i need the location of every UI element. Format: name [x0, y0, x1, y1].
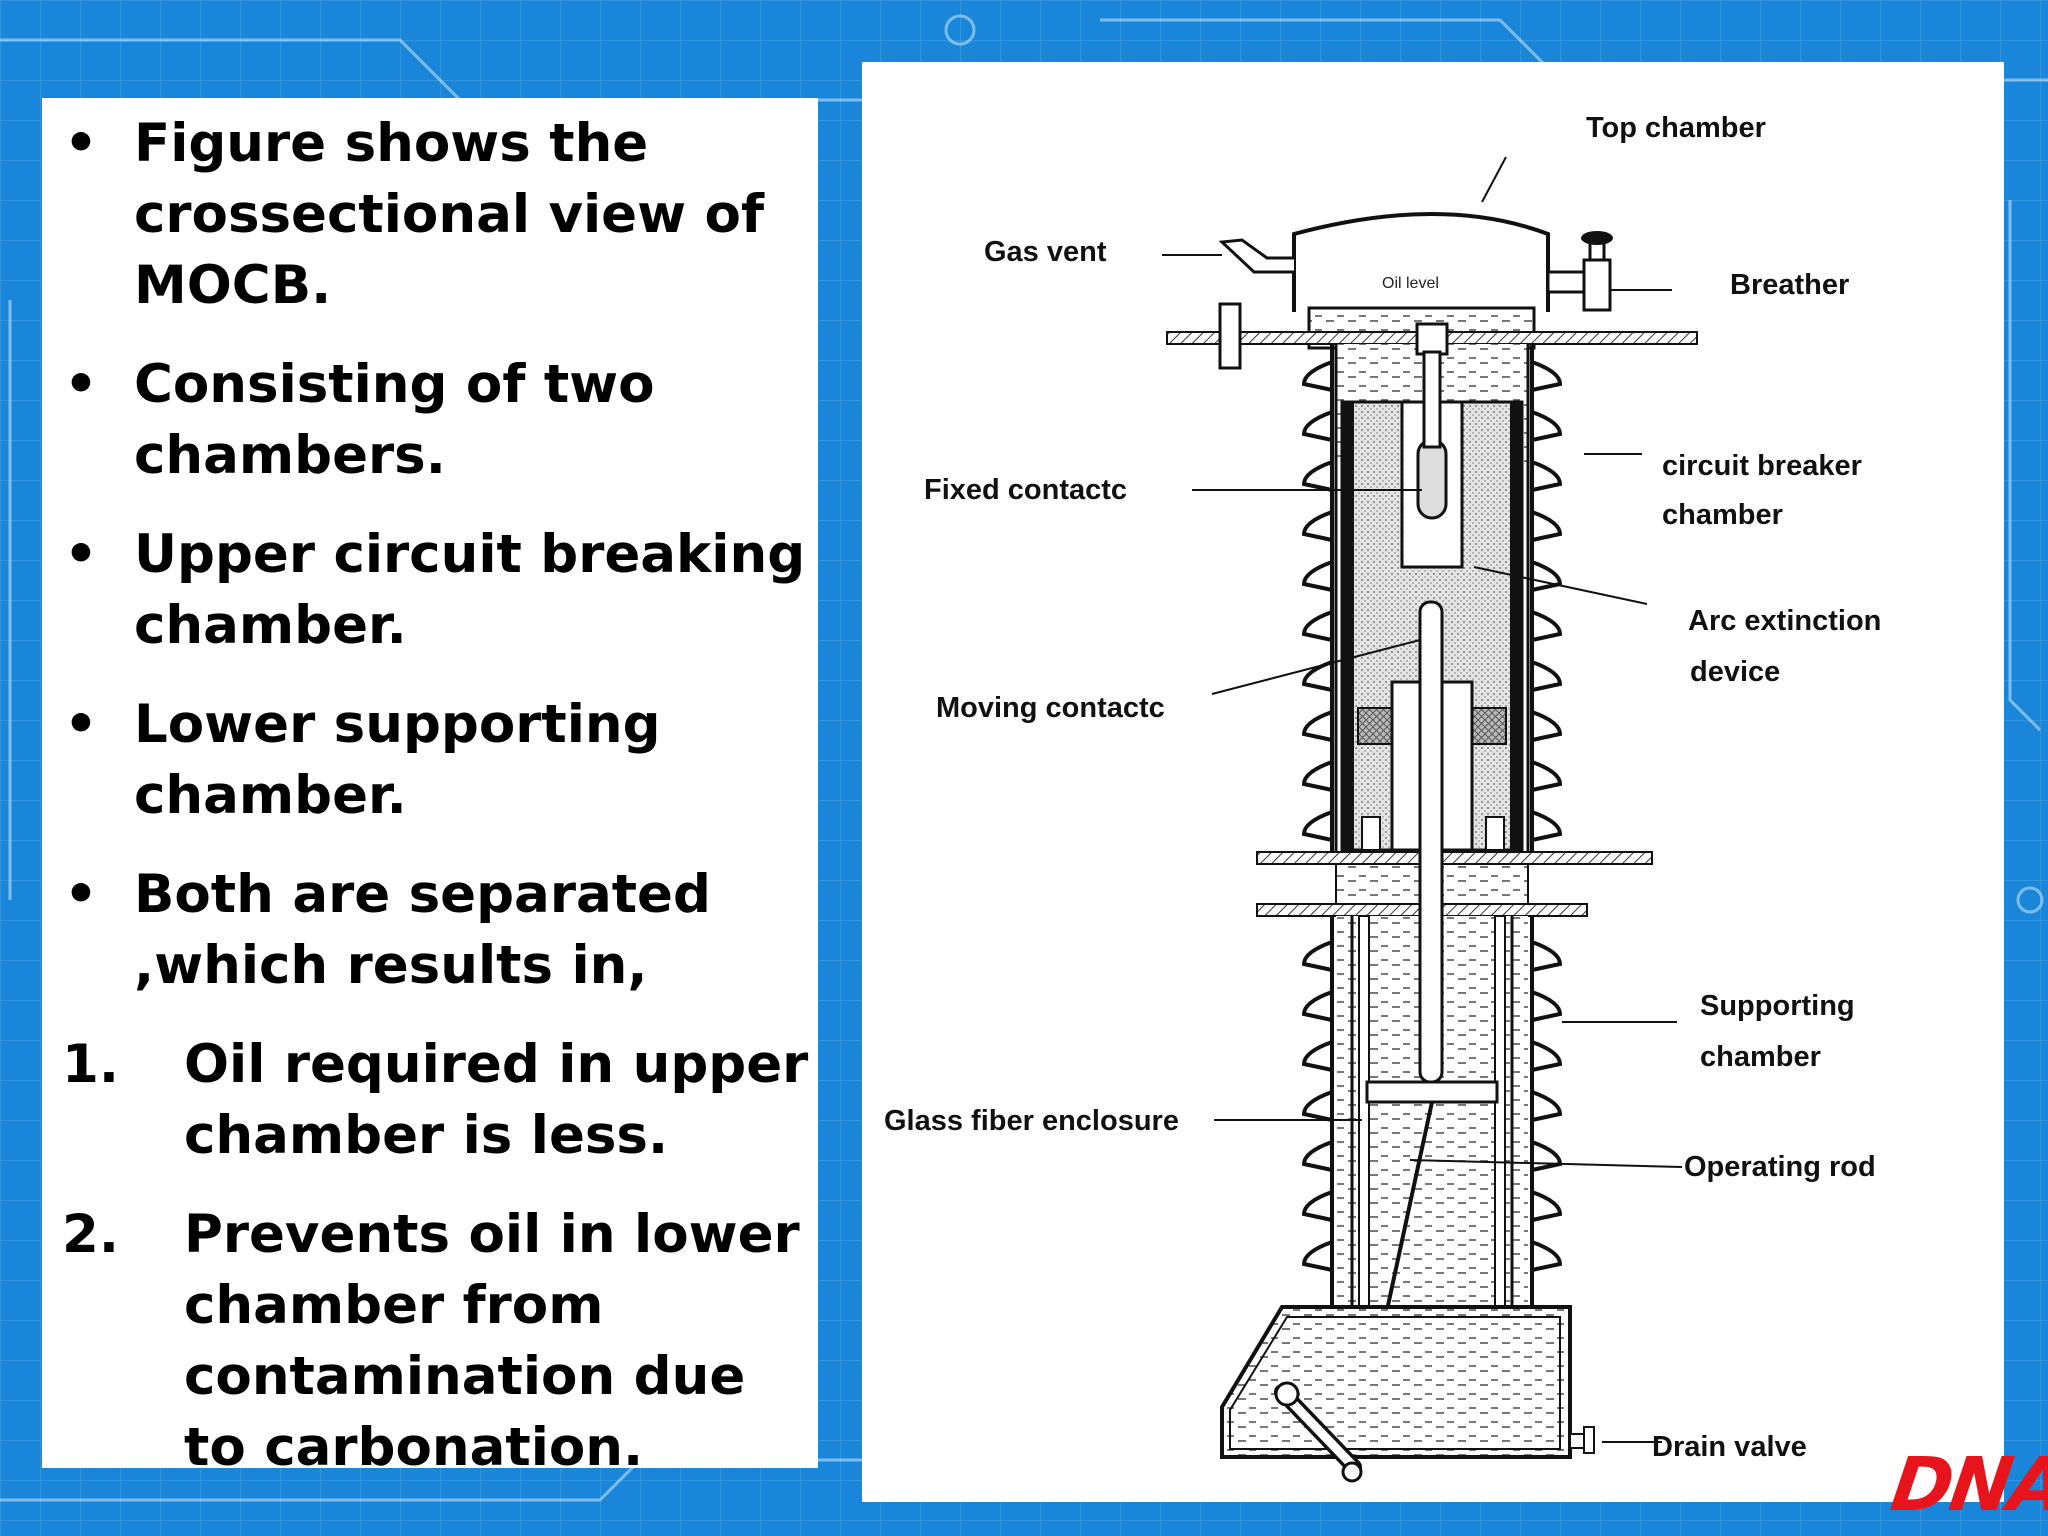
numbered-item: 2.Prevents oil in lower chamber from con…: [62, 1204, 800, 1478]
numbered-item: 1.Oil required in upper chamber is less.: [62, 1034, 809, 1166]
dna-logo: DNA: [1885, 1442, 2048, 1528]
label-supporting-1: Supporting: [1700, 990, 1855, 1022]
bullet-item: •Consisting of two chambers.: [64, 354, 655, 486]
bullet-item: •Lower supporting chamber.: [64, 694, 661, 826]
label-operating-rod: Operating rod: [1684, 1151, 1876, 1183]
bullet-list: •Figure shows the crossectional view of …: [62, 108, 810, 1001]
label-top-chamber: Top chamber: [1586, 112, 1766, 144]
supporting-chamber: [1301, 916, 1563, 1307]
label-arc-extinction-2: device: [1690, 656, 1780, 688]
diagram-panel: Top chamber Gas vent Oil level Breather …: [862, 62, 2004, 1502]
label-moving-contact: Moving contactc: [936, 692, 1165, 724]
flange-bolt: [1218, 302, 1242, 370]
label-arc-extinction-1: Arc extinction: [1688, 605, 1881, 637]
label-fixed-contact: Fixed contactc: [924, 474, 1127, 506]
label-glass-fiber: Glass fiber enclosure: [884, 1105, 1179, 1137]
label-gas-vent: Gas vent: [984, 236, 1107, 268]
label-drain-valve: Drain valve: [1652, 1431, 1807, 1463]
text-panel: •Figure shows the crossectional view of …: [42, 98, 818, 1478]
crosshead: [1365, 1080, 1499, 1104]
label-circuit-breaker-1: circuit breaker: [1662, 450, 1862, 482]
label-supporting-2: chamber: [1700, 1041, 1821, 1073]
middle-flange: [1256, 851, 1653, 865]
mocb-cross-section-diagram: Top chamber Gas vent Oil level Breather …: [884, 112, 1881, 1483]
label-breather: Breather: [1730, 269, 1849, 301]
bullet-item: •Upper circuit breaking chamber.: [64, 524, 806, 656]
bullet-item: •Both are separated ,which results in,: [64, 864, 711, 996]
leader-lines: [1162, 156, 1683, 1443]
upper-insulator: [1301, 344, 1563, 852]
label-circuit-breaker-2: chamber: [1662, 499, 1783, 531]
bullet-item: •Figure shows the crossectional view of …: [64, 113, 764, 316]
label-oil-level: Oil level: [1382, 275, 1439, 292]
moving-contact-rod: [1418, 600, 1444, 1084]
numbered-list: 1.Oil required in upper chamber is less.…: [62, 1029, 810, 1483]
bottom-tank: [1220, 1305, 1595, 1483]
